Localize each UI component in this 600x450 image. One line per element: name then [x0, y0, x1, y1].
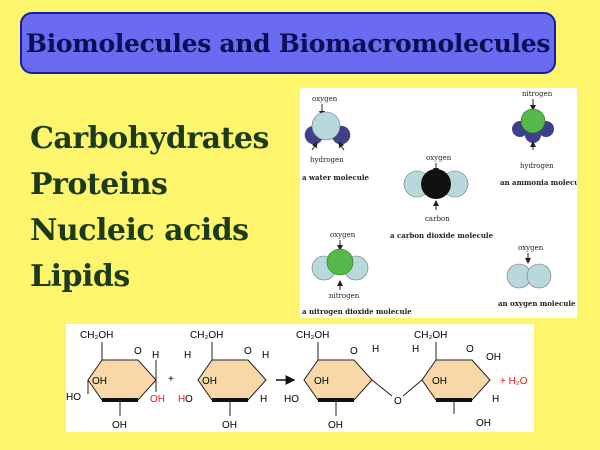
page-title: Biomolecules and Biomacromolecules: [25, 28, 551, 58]
h-label: H: [492, 394, 499, 405]
ho-label: HO: [66, 392, 81, 403]
oh-label: OH: [432, 376, 447, 387]
o-label: O: [185, 394, 193, 405]
water-caption: a water molecule: [302, 173, 370, 182]
oh-label: OH: [486, 352, 501, 363]
ch2oh-label: CH₂OH: [80, 330, 113, 341]
molecule-illustrations: oxygen hydrogen a water molecule nitroge…: [300, 88, 577, 318]
ring-oxygen-label: O: [134, 346, 142, 357]
oxygen-atom: [311, 111, 341, 141]
ho-label: HO: [284, 394, 299, 405]
ammonia-molecule: nitrogen hydrogen an ammonia molecule: [500, 90, 577, 187]
oxygen-molecule: oxygen an oxygen molecule: [498, 244, 576, 308]
h-label: H: [152, 350, 159, 361]
carbon-atom: [421, 169, 451, 199]
h-label: H: [262, 350, 269, 361]
ring-oxygen-label: O: [244, 346, 252, 357]
ch2oh-label: CH₂OH: [296, 330, 329, 341]
co2-carbon-label: carbon: [425, 215, 450, 223]
nitrogen-atom: [520, 108, 546, 134]
o2-oxygen-label: oxygen: [518, 244, 544, 252]
no2-oxygen-label: oxygen: [330, 231, 356, 239]
oh-label: OH: [112, 420, 127, 431]
co2-oxygen-label: oxygen: [426, 154, 452, 162]
ammonia-hydrogen-label: hydrogen: [520, 162, 554, 170]
oh-label: OH: [222, 420, 237, 431]
oh-label: OH: [328, 420, 343, 431]
ring-oxygen-label: O: [350, 346, 358, 357]
carbon-dioxide-molecule: oxygen carbon a carbon dioxide molecule: [390, 154, 494, 240]
condensation-reaction-diagram: CH₂OH O H OH OH HO OH + CH₂OH O H H H O …: [66, 324, 534, 432]
topic-lipids: Lipids: [30, 259, 130, 294]
topic-nucleic-acids: Nucleic acids: [30, 213, 249, 248]
o2-caption: an oxygen molecule: [498, 299, 576, 308]
oh-label: OH: [476, 418, 491, 429]
h-label: H: [184, 350, 191, 361]
topic-proteins: Proteins: [30, 167, 168, 202]
nitrogen-atom: [326, 248, 354, 276]
oh-label: OH: [92, 376, 107, 387]
no2-caption: a nitrogen dioxide molecule: [302, 307, 412, 316]
oh-label-red: OH: [150, 394, 165, 405]
ch2oh-label: CH₂OH: [190, 330, 223, 341]
glucose-ring-1: CH₂OH O H OH OH HO OH: [66, 330, 165, 431]
water-oxygen-label: oxygen: [312, 95, 338, 103]
glucose-ring-2: CH₂OH O H H H O OH H OH: [178, 330, 269, 431]
water-molecule: oxygen hydrogen a water molecule: [302, 95, 370, 182]
h-label-red: H: [178, 394, 185, 405]
topic-carbohydrates: Carbohydrates: [30, 121, 269, 156]
oh-label: OH: [202, 376, 217, 387]
topic-list: Carbohydrates Proteins Nucleic acids Lip…: [30, 116, 269, 300]
oxygen-atom: [526, 263, 552, 289]
ammonia-nitrogen-label: nitrogen: [522, 90, 553, 98]
ch2oh-label: CH₂OH: [414, 330, 447, 341]
h-label: H: [412, 344, 419, 355]
water-product-label: + H₂O: [500, 376, 528, 387]
title-banner: Biomolecules and Biomacromolecules: [20, 12, 556, 74]
h-label: H: [372, 344, 379, 355]
ring-oxygen-label: O: [466, 344, 474, 355]
water-hydrogen-label: hydrogen: [310, 156, 344, 164]
h-label: H: [260, 394, 267, 405]
oh-label: OH: [314, 376, 329, 387]
plus-sign: +: [168, 374, 174, 385]
disaccharide-product: CH₂OH O H OH HO OH O CH₂OH O H OH OH + H…: [284, 330, 528, 431]
glycosidic-oxygen-label: O: [394, 396, 402, 407]
no2-nitrogen-label: nitrogen: [329, 292, 360, 300]
ammonia-caption: an ammonia molecule: [500, 178, 577, 187]
nitrogen-dioxide-molecule: oxygen nitrogen a nitrogen dioxide molec…: [302, 231, 412, 316]
co2-caption: a carbon dioxide molecule: [390, 231, 494, 240]
